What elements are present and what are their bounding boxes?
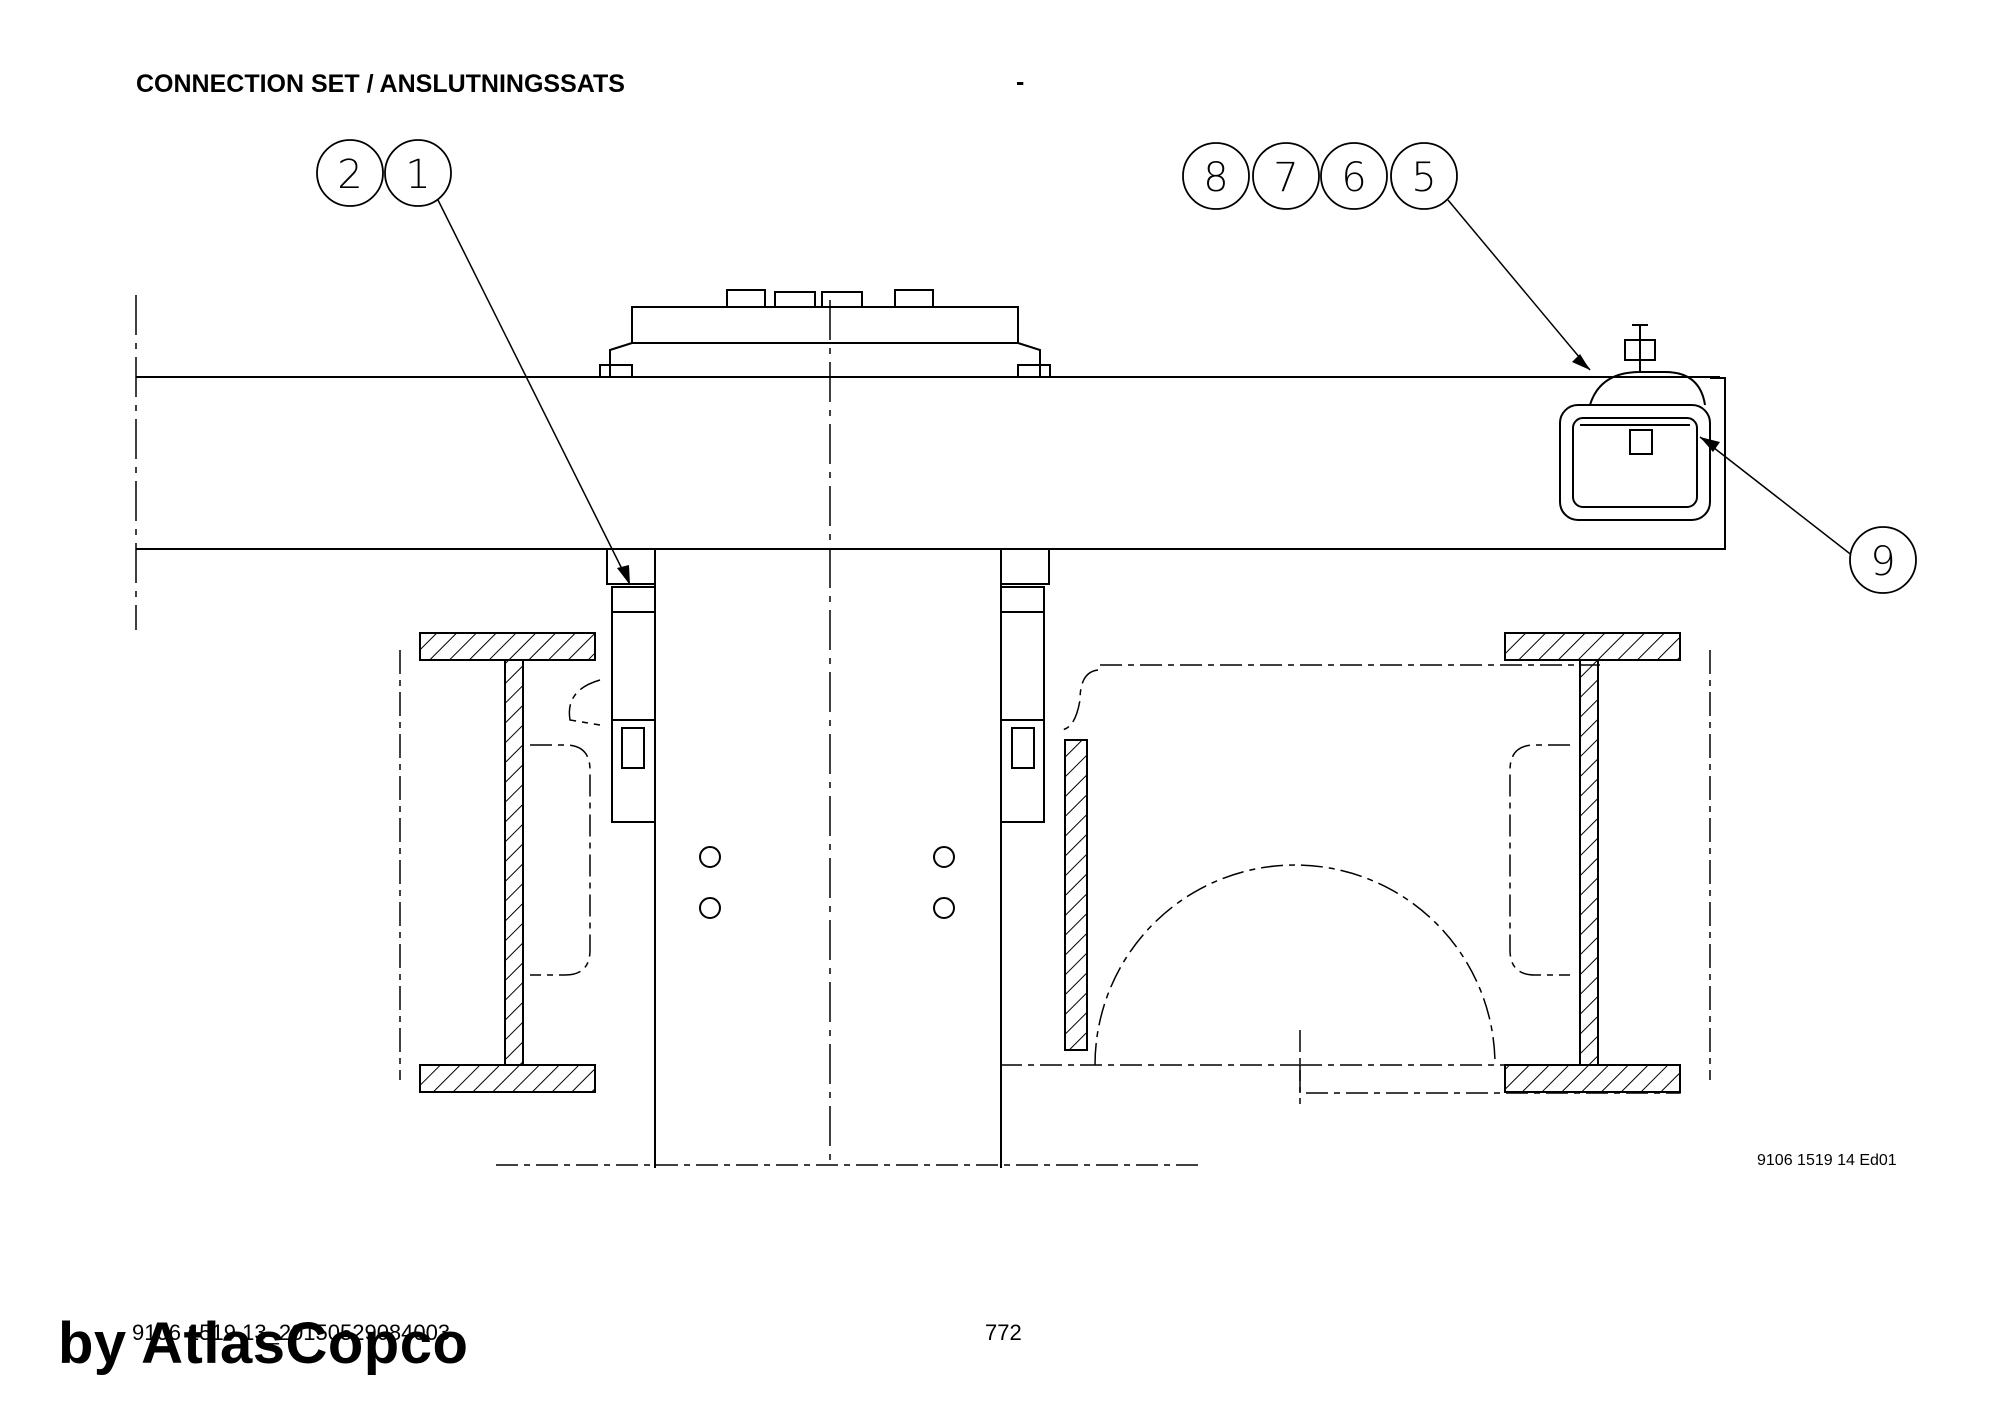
left-bolt-stack bbox=[606, 548, 656, 823]
page-number: 772 bbox=[985, 1320, 1022, 1345]
leader-lines bbox=[437, 199, 1859, 586]
leader-arrowheads bbox=[617, 354, 1720, 585]
page-title: CONNECTION SET / ANSLUTNINGSSATS bbox=[136, 70, 625, 98]
brand-watermark: by AtlasCopco bbox=[58, 1311, 469, 1376]
top-mounting-plate bbox=[599, 289, 1051, 378]
right-bolt-stack bbox=[1000, 548, 1050, 823]
balloon-2 bbox=[316, 139, 384, 207]
left-i-beam bbox=[399, 632, 601, 1093]
balloon-5 bbox=[1390, 142, 1458, 210]
footer-code: 9106 1519 13_20150529084003 bbox=[132, 1320, 451, 1345]
balloon-label-6: 6 bbox=[1341, 155, 1366, 201]
balloon-label-2: 2 bbox=[337, 152, 362, 198]
balloon-label-5: 5 bbox=[1411, 155, 1436, 201]
balloon-6 bbox=[1320, 142, 1388, 210]
cutout-arc bbox=[496, 864, 1681, 1166]
balloon-1 bbox=[384, 139, 452, 207]
balloon-7 bbox=[1252, 142, 1320, 210]
balloon-label-1: 1 bbox=[405, 152, 430, 198]
balloon-label-9: 9 bbox=[1870, 539, 1895, 585]
drawing-reference: 9106 1519 14 Ed01 bbox=[1757, 1152, 1897, 1169]
balloon-9 bbox=[1849, 526, 1917, 594]
balloon-label-8: 8 bbox=[1203, 155, 1228, 201]
vertical-column bbox=[654, 300, 1002, 1168]
main-beam bbox=[135, 295, 1720, 630]
right-i-beam bbox=[1059, 632, 1711, 1093]
right-clamp bbox=[1559, 324, 1726, 550]
header-dash: - bbox=[1016, 68, 1025, 96]
balloon-8 bbox=[1182, 142, 1250, 210]
balloon-label-7: 7 bbox=[1273, 155, 1298, 201]
